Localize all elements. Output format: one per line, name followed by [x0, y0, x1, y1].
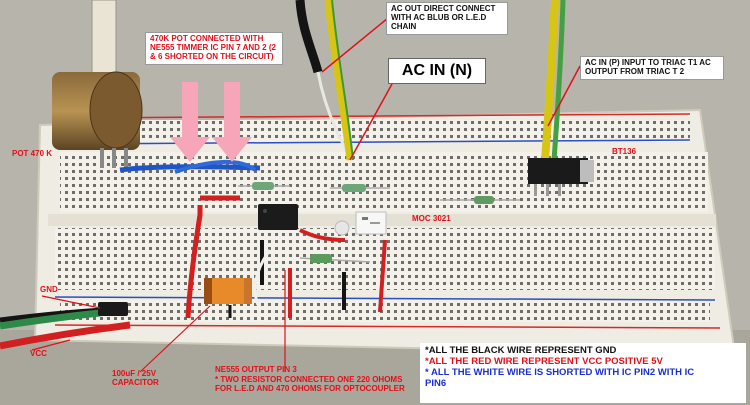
pointer-ac-in-n — [349, 83, 393, 161]
ac-in-p-wire-yellow — [541, 0, 559, 161]
pot-leg — [124, 148, 128, 168]
pot-shaft — [91, 0, 117, 81]
pointer-ac-in-p — [547, 65, 581, 127]
triac-bt136 — [528, 158, 594, 196]
legend-red-wire: *ALL THE RED WIRE REPRESENT VCC POSITIVE… — [425, 355, 663, 367]
ac-in-n-label: AC IN (N) — [388, 58, 486, 84]
white-pin2-pin6-wire — [253, 249, 272, 306]
ne555-chip — [258, 204, 298, 230]
capacitor-label: 100uF / 25V CAPACITOR — [112, 369, 159, 387]
pot-leg — [112, 148, 116, 168]
legend-black-wire: *ALL THE BLACK WIRE REPRESENT GND — [425, 345, 617, 356]
ac-out-label: AC OUT DIRECT CONNECT WITH AC BLUB OR L.… — [386, 2, 508, 35]
triac-leg — [558, 184, 561, 196]
led — [334, 220, 350, 236]
bottom-rail-holes — [60, 300, 710, 322]
ac-in-n-wire-yellow — [324, 0, 354, 161]
ac-out-wire-black — [295, 0, 323, 74]
ac-in-p-label: AC IN (P) INPUT TO TRIAC T1 AC OUTPUT FR… — [580, 56, 724, 80]
triac-leg — [546, 184, 549, 196]
pink-arrow — [212, 82, 252, 162]
optocoupler-label: MOC 3021 — [412, 214, 451, 223]
red-vcc-wire — [299, 228, 346, 242]
gnd-label: GND — [40, 285, 58, 294]
capacitor-100uf — [204, 278, 252, 304]
resistor — [299, 254, 371, 263]
legend-white-wire-line2: PIN6 — [425, 377, 447, 389]
resistor — [330, 184, 390, 192]
ne555-output-note: * TWO RESISTOR CONNECTED ONE 220 OHOMS F… — [215, 375, 405, 393]
legend-white-wire-line1: * ALL THE WHITE WIRE IS SHORTED WITH IC … — [425, 366, 695, 378]
resistor — [238, 182, 290, 190]
blue-jumper-wire — [174, 160, 257, 174]
pot-label: POT 470 K — [12, 149, 53, 158]
red-vcc-wire — [378, 239, 387, 313]
resistor — [440, 196, 520, 204]
pot-leg — [100, 148, 104, 168]
pointer-capacitor — [139, 305, 211, 373]
pointer-vcc — [31, 339, 71, 351]
pink-arrow — [170, 82, 210, 162]
top-rail-holes — [70, 120, 690, 142]
optocoupler-moc3021 — [355, 211, 387, 235]
triac-leg — [534, 184, 537, 196]
red-vcc-wire — [185, 205, 203, 319]
vcc-label: VCC — [30, 349, 47, 358]
triac-body — [528, 158, 588, 184]
gnd-wire-green — [0, 309, 101, 330]
vcc-wire-red — [0, 321, 131, 350]
upper-terminal-holes — [60, 152, 708, 212]
pot-face — [89, 71, 143, 149]
ac-in-n-wire-green — [331, 0, 354, 161]
blue-jumper-wire — [119, 164, 261, 173]
pointer-gnd — [41, 295, 101, 309]
potentiometer — [52, 0, 143, 168]
ac-in-p-wire-green — [551, 0, 566, 161]
gnd-connector — [98, 302, 128, 316]
ne555-output-title: NE555 OUTPUT PIN 3 — [215, 365, 297, 374]
wire-legend: *ALL THE BLACK WIRE REPRESENT GND *ALL T… — [420, 343, 746, 403]
pot-connection-label: 470K POT CONNECTED WITH NE555 TIMMER IC … — [145, 32, 283, 65]
bottom-rail-blue-line — [54, 296, 716, 301]
bottom-rail-red-line — [54, 324, 721, 329]
top-rail-red-line — [69, 113, 691, 119]
pointer-ac-out — [321, 17, 389, 73]
top-rail-blue-line — [69, 139, 691, 145]
triac-label: BT136 — [612, 147, 637, 156]
triac-tab — [580, 160, 594, 182]
